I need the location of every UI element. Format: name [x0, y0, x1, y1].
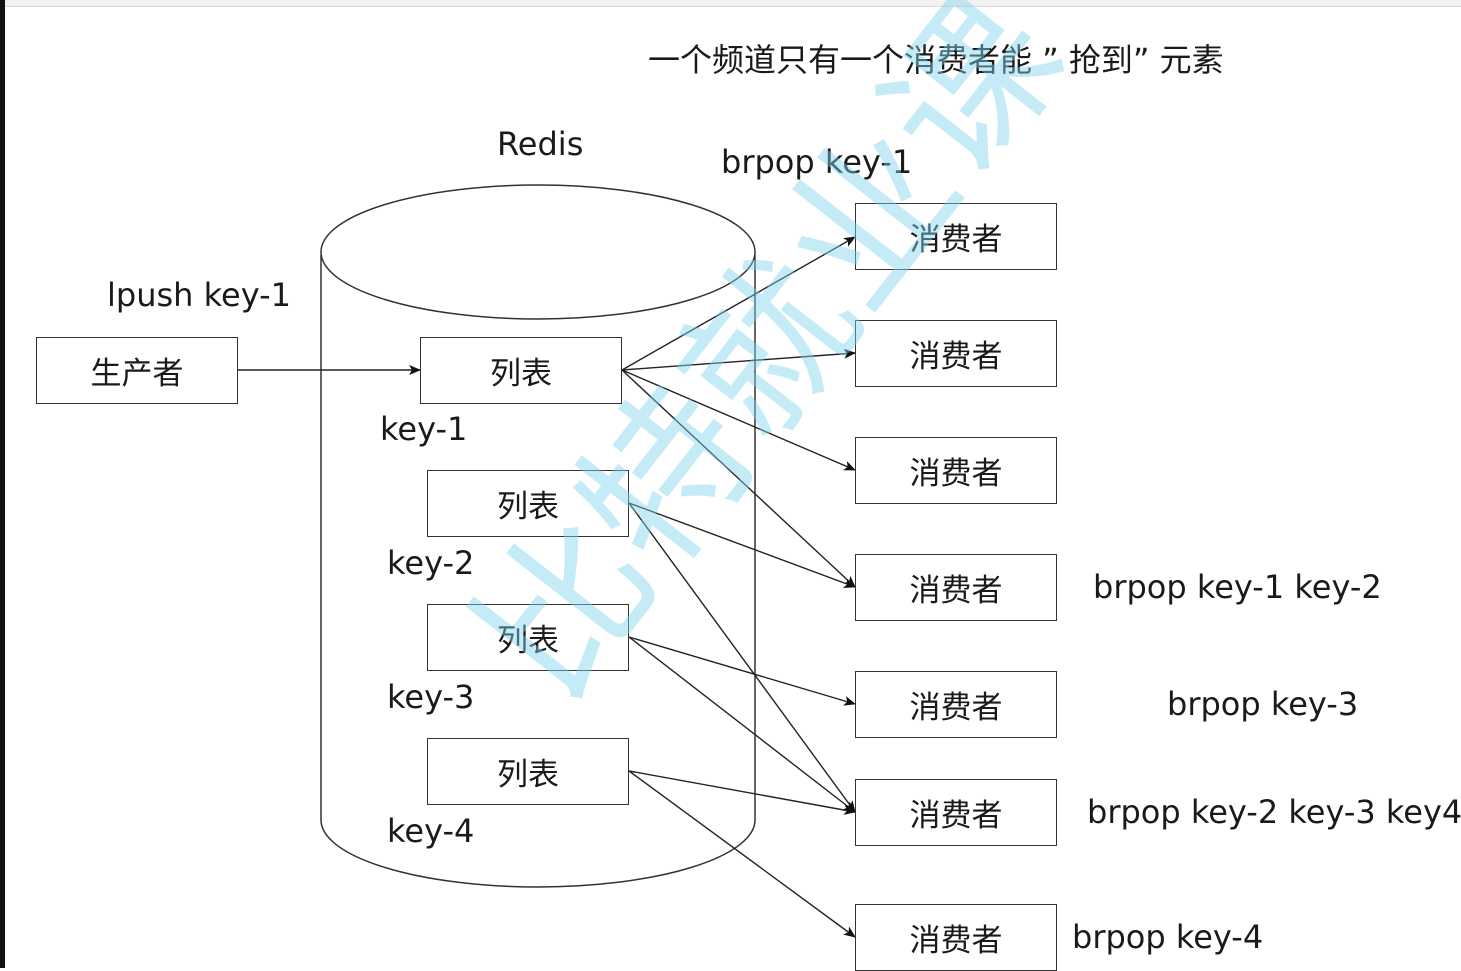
consumer-label: 消费者 — [909, 339, 1003, 375]
list-key-1: key-1 — [380, 410, 468, 448]
list-label: 列表 — [497, 489, 559, 525]
consumer-label: 消费者 — [909, 222, 1003, 258]
list-box-3: 列表 — [427, 604, 629, 671]
consumer-label: 消费者 — [909, 690, 1003, 726]
list-key-2: key-2 — [387, 544, 475, 582]
consumer-command-6: brpop key-2 key-3 key4 — [1087, 793, 1461, 831]
consumer-command-4: brpop key-1 key-2 — [1093, 568, 1382, 606]
edges — [238, 236, 856, 938]
consumer-label: 消费者 — [909, 456, 1003, 492]
consumer-box-5: 消费者 — [855, 671, 1057, 738]
consumer-box-3: 消费者 — [855, 437, 1057, 504]
consumer-box-6: 消费者 — [855, 779, 1057, 846]
consumer-command-1: brpop key-1 — [721, 143, 913, 181]
top-toolbar-strip — [5, 0, 1461, 7]
edge-list-1-to-consumer-4 — [621, 369, 856, 588]
consumer-command-7: brpop key-4 — [1072, 918, 1264, 956]
window-left-border — [0, 0, 5, 968]
consumer-box-4: 消费者 — [855, 554, 1057, 621]
list-label: 列表 — [497, 757, 559, 793]
edge-list-3-to-consumer-5 — [628, 636, 856, 706]
list-key-4: key-4 — [387, 812, 475, 850]
list-box-4: 列表 — [427, 738, 629, 805]
list-key-3: key-3 — [387, 678, 475, 716]
consumer-label: 消费者 — [909, 573, 1003, 609]
edge-list-4-to-consumer-7 — [628, 770, 856, 938]
diagram-title: 一个频道只有一个消费者能 ” 抢到” 元素 — [648, 41, 1224, 79]
list-box-1: 列表 — [420, 337, 622, 404]
producer-command: lpush key-1 — [107, 276, 291, 314]
redis-label: Redis — [497, 125, 584, 163]
list-label: 列表 — [497, 623, 559, 659]
consumer-command-5: brpop key-3 — [1167, 685, 1359, 723]
producer-box: 生产者 — [36, 337, 238, 404]
list-label: 列表 — [490, 356, 552, 392]
edge-list-1-to-consumer-3 — [621, 369, 856, 471]
consumer-label: 消费者 — [909, 798, 1003, 834]
edge-list-2-to-consumer-4 — [628, 502, 856, 588]
list-box-2: 列表 — [427, 470, 629, 537]
edge-list-4-to-consumer-6 — [628, 770, 856, 815]
consumer-box-1: 消费者 — [855, 203, 1057, 270]
redis-cylinder — [320, 184, 756, 888]
producer-label: 生产者 — [90, 356, 184, 392]
consumer-box-2: 消费者 — [855, 320, 1057, 387]
edge-list-3-to-consumer-6 — [628, 636, 856, 813]
consumer-label: 消费者 — [909, 923, 1003, 959]
consumer-box-7: 消费者 — [855, 904, 1057, 971]
edge-list-1-to-consumer-2 — [621, 348, 856, 371]
edge-list-2-to-consumer-6 — [628, 502, 856, 813]
edge-list-1-to-consumer-1 — [621, 236, 856, 371]
